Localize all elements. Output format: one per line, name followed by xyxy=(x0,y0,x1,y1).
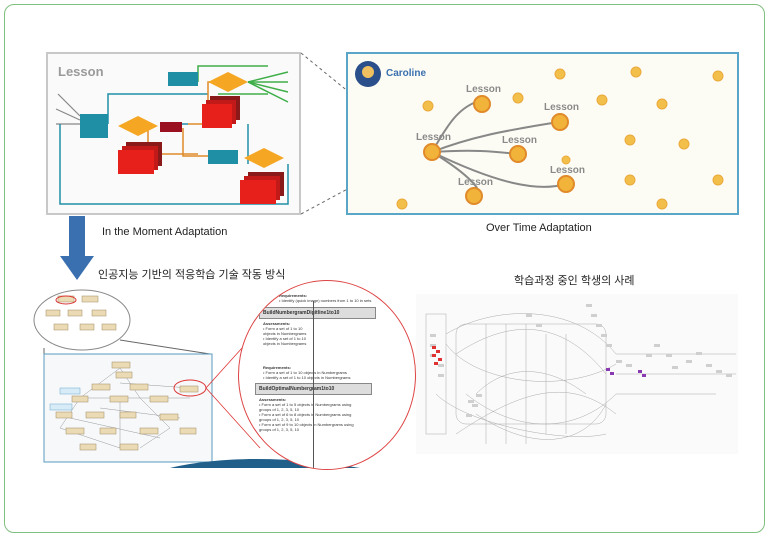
knowledge-graph-panel: Requirements: • Identify (quick image) n… xyxy=(20,280,416,470)
zoom-detail: Requirements: • Identify (quick image) n… xyxy=(238,280,416,470)
dark-red-box xyxy=(160,122,182,132)
decision-diamond xyxy=(118,116,158,136)
svg-text:Lesson: Lesson xyxy=(466,84,501,95)
svg-text:Lesson: Lesson xyxy=(544,102,579,113)
red-nodes xyxy=(432,346,442,365)
red-stack xyxy=(202,96,240,128)
svg-text:Lesson: Lesson xyxy=(458,177,493,188)
teal-box xyxy=(208,150,238,164)
lesson-node xyxy=(551,113,569,131)
knowledge-graph xyxy=(33,289,360,468)
student-path-svg xyxy=(425,304,736,444)
lesson-node xyxy=(423,143,441,161)
svg-text:Lesson: Lesson xyxy=(416,132,451,143)
over-time-adaptation-panel: Caroline Lesson Lesson Lesson Lesson Les… xyxy=(346,52,739,215)
lesson-node xyxy=(465,187,483,205)
lesson-title: Lesson xyxy=(58,64,104,79)
ai-adaptive-learning-label: 인공지능 기반의 적응학습 기술 작동 방식 xyxy=(98,269,286,281)
over-time-diagram: Caroline Lesson Lesson Lesson Lesson Les… xyxy=(355,61,724,210)
over-time-adaptation-caption: Over Time Adaptation xyxy=(486,222,592,234)
purple-nodes xyxy=(606,368,646,377)
svg-text:Lesson: Lesson xyxy=(502,135,537,146)
lesson-node xyxy=(509,145,527,163)
lesson-node xyxy=(557,175,575,193)
down-arrow-icon xyxy=(60,216,94,280)
decision-diamond xyxy=(208,72,248,92)
moment-adaptation-caption: In the Moment Adaptation xyxy=(102,226,228,238)
student-case-label: 학습과정 중인 학생의 사례 xyxy=(514,275,635,287)
lesson-node xyxy=(473,95,491,113)
student-name: Caroline xyxy=(386,68,426,79)
student-path-graph xyxy=(416,294,738,454)
red-stack xyxy=(240,172,284,204)
red-stack xyxy=(118,142,162,174)
moment-adaptation-diagram: Lesson xyxy=(55,64,289,205)
outer-frame xyxy=(4,4,765,533)
moment-adaptation-panel: Lesson xyxy=(46,52,301,215)
teal-box xyxy=(168,72,198,86)
lesson-dots xyxy=(396,66,724,210)
decision-diamond xyxy=(244,148,284,168)
graph-node: BuildNumbergramDigitline1to10 xyxy=(259,307,376,319)
svg-text:Lesson: Lesson xyxy=(550,165,585,176)
teal-box xyxy=(80,114,108,138)
